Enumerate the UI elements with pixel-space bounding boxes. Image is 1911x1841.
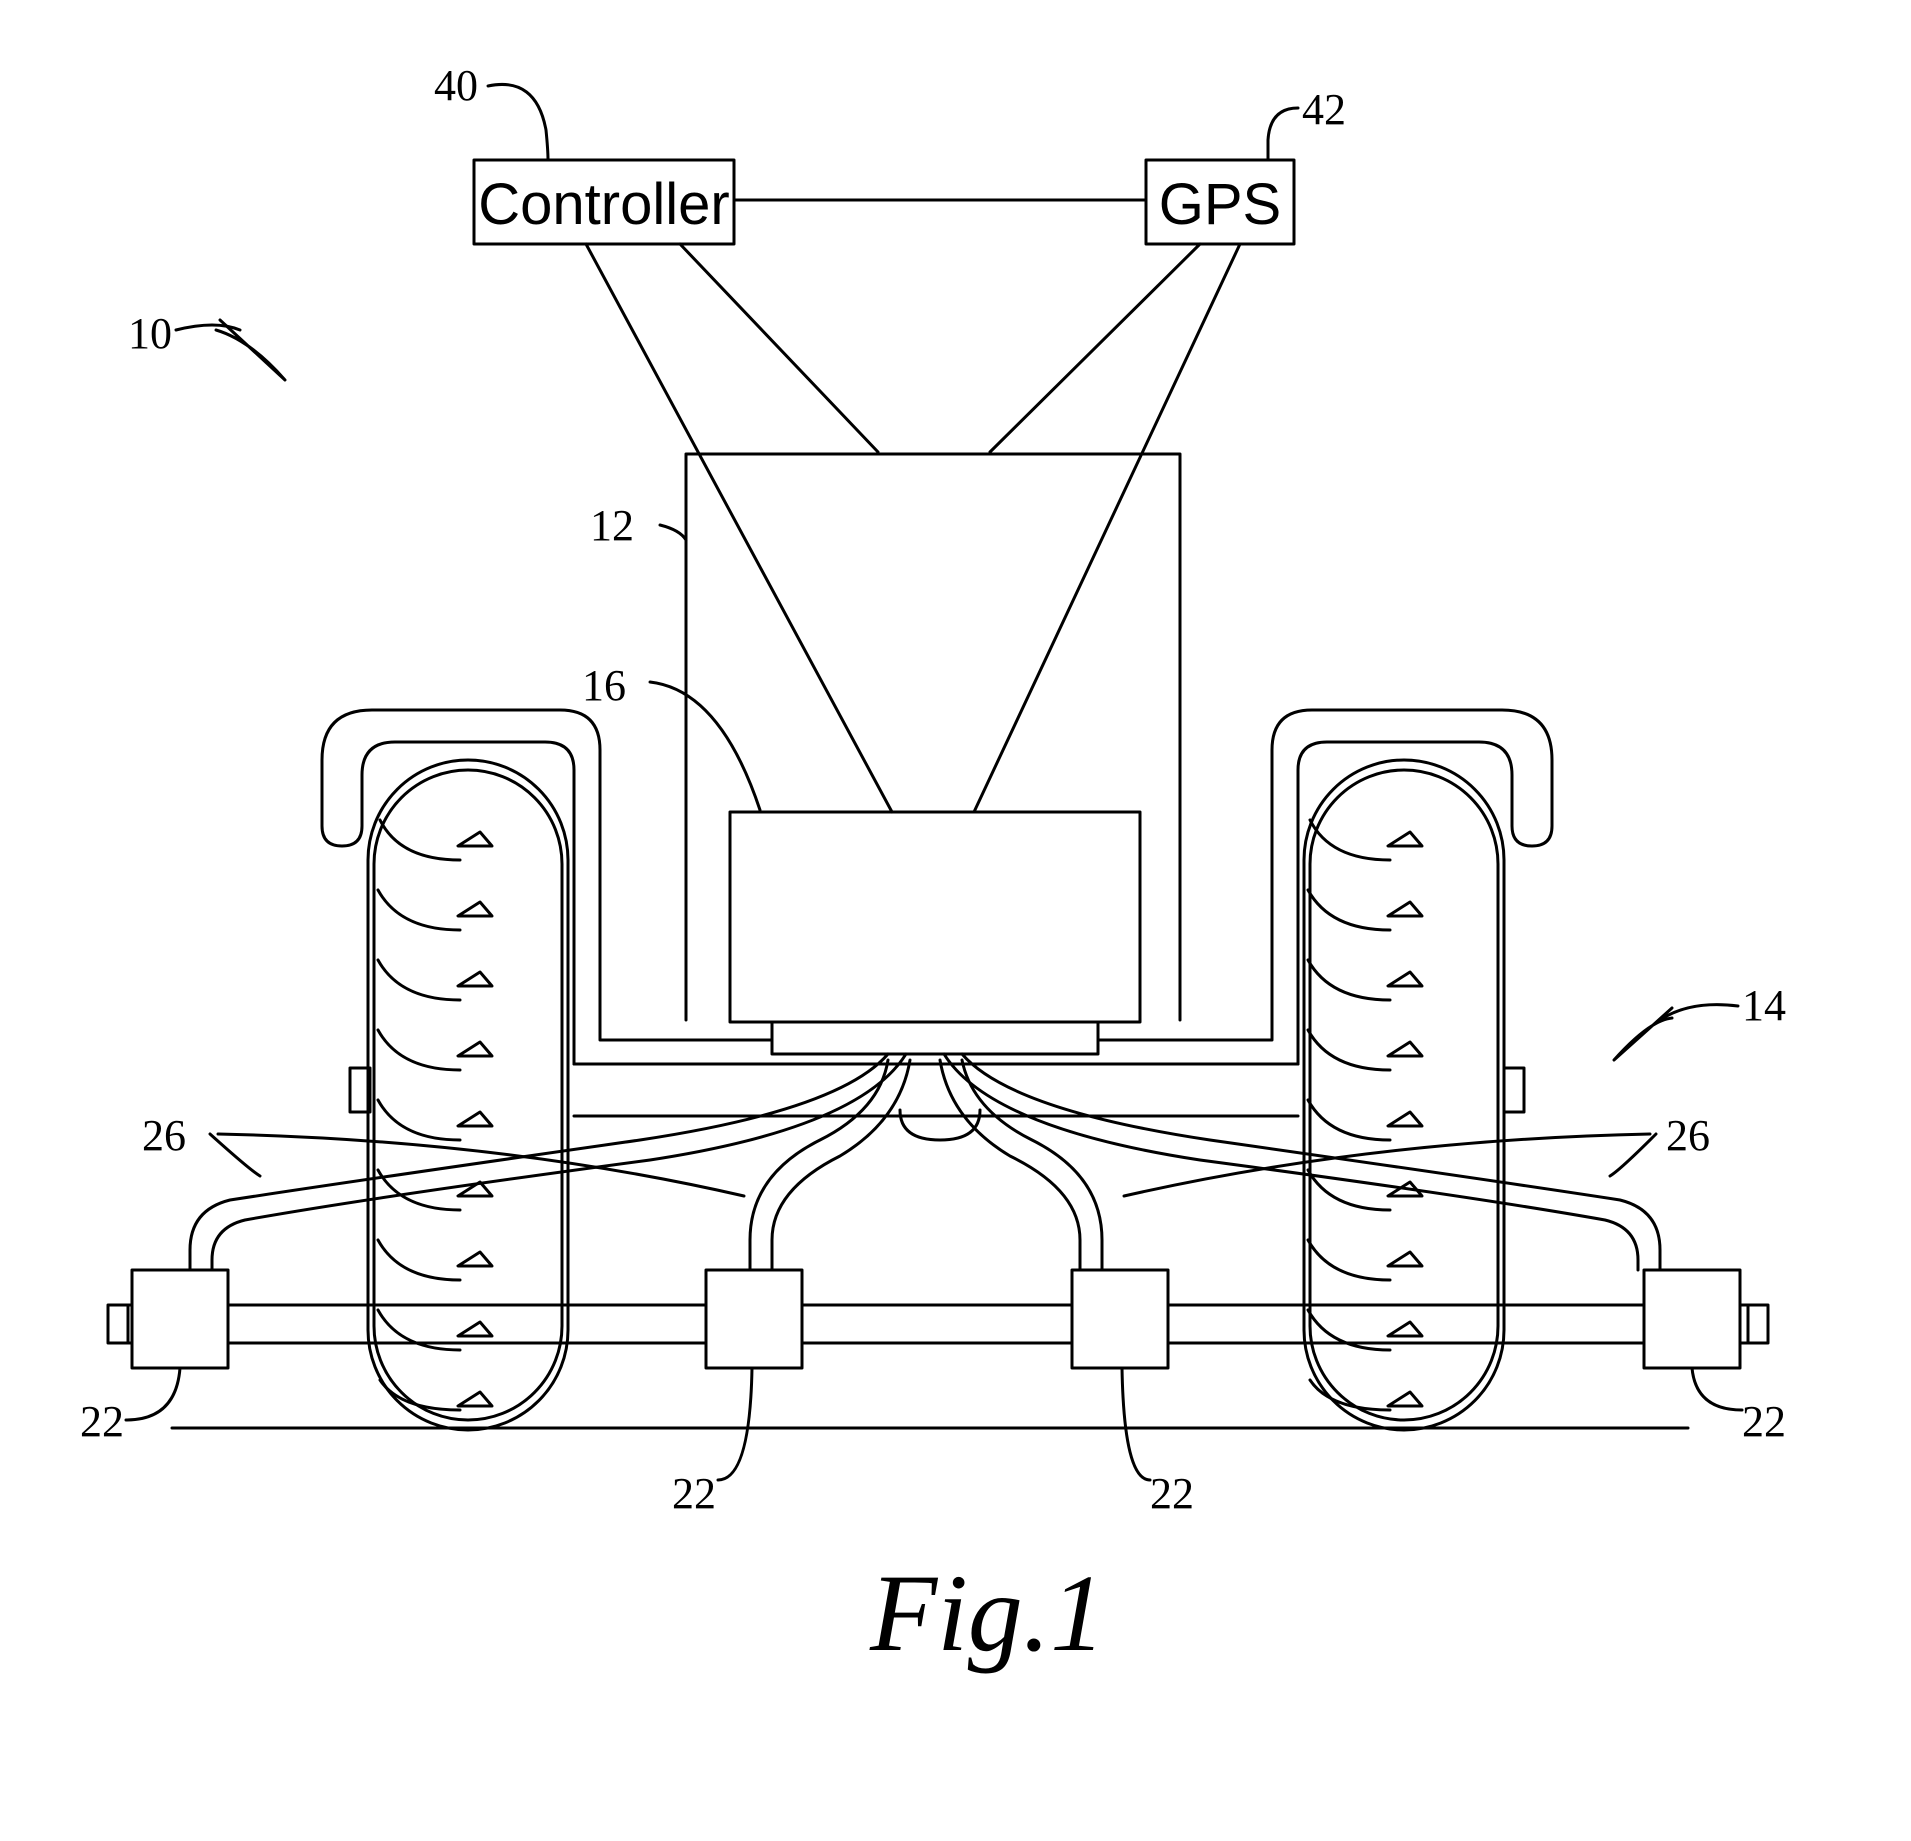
- signal-lines: [586, 244, 1240, 812]
- left-wheel: [368, 760, 568, 1430]
- ref-42: 42: [1302, 85, 1346, 134]
- reference-numerals: 40 42 10 12 16 14 26 26 22 22 22 22: [80, 61, 1786, 1518]
- hoses: [190, 1054, 1660, 1270]
- ref-22-c: 22: [1150, 1469, 1194, 1518]
- ref-14: 14: [1742, 981, 1786, 1030]
- ref-16: 16: [582, 661, 626, 710]
- ref-22-a: 22: [80, 1397, 124, 1446]
- ref-26-right: 26: [1666, 1111, 1710, 1160]
- boom-bar: [108, 1305, 1768, 1343]
- controller-block: Controller: [474, 160, 734, 244]
- gps-block: GPS: [1146, 160, 1294, 244]
- ref-22-d: 22: [1742, 1397, 1786, 1446]
- ref-40: 40: [434, 61, 478, 110]
- ref-10: 10: [128, 309, 172, 358]
- ref-12: 12: [590, 501, 634, 550]
- right-wheel: [1304, 760, 1504, 1430]
- gps-label: GPS: [1159, 172, 1282, 237]
- ref-26-left: 26: [142, 1111, 186, 1160]
- controller-label: Controller: [478, 172, 729, 237]
- ref-22-b: 22: [672, 1469, 716, 1518]
- hopper: [686, 454, 1180, 1020]
- metering-unit: [730, 812, 1140, 1054]
- vehicle-frame: [322, 710, 1552, 1140]
- figure-caption: Fig.1: [869, 1552, 1105, 1674]
